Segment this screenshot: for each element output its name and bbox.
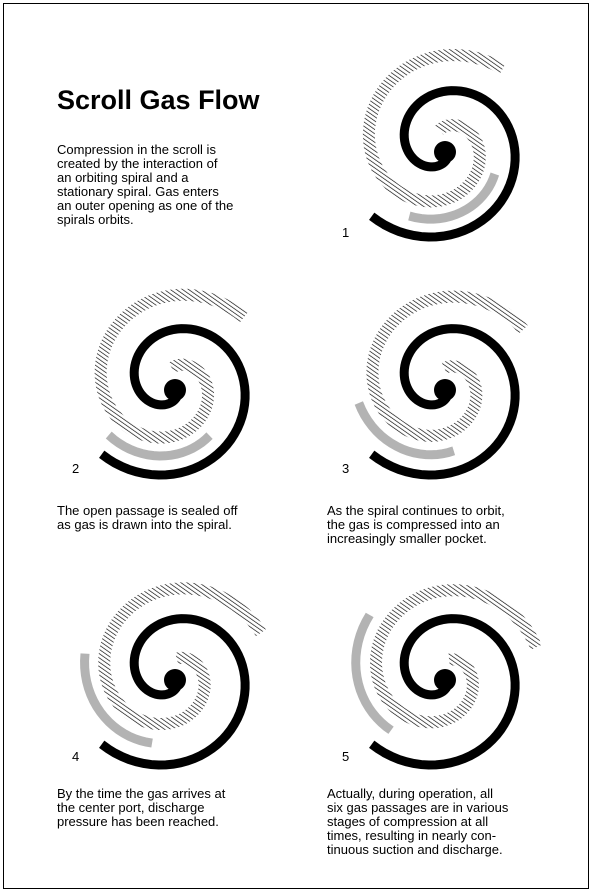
intro-line: created by the interaction of bbox=[57, 157, 307, 171]
intro-line: Compression in the scroll is bbox=[57, 143, 307, 157]
step-number-3: 3 bbox=[342, 462, 349, 476]
orbiting-spiral bbox=[369, 55, 503, 201]
caption-line: as gas is drawn into the spiral. bbox=[57, 518, 307, 532]
caption-line: The open passage is sealed off bbox=[57, 504, 307, 518]
scroll-spiral-1-graphic bbox=[322, 46, 562, 246]
caption-5: Actually, during operation, all six gas … bbox=[327, 787, 577, 857]
caption-line: tinuous suction and discharge. bbox=[327, 843, 577, 857]
step-number-1: 1 bbox=[342, 226, 349, 240]
scroll-spiral-3-graphic bbox=[322, 284, 562, 484]
intro-line: an orbiting spiral and a bbox=[57, 171, 307, 185]
intro-line: an outer opening as one of the bbox=[57, 199, 307, 213]
step-number-5: 5 bbox=[342, 750, 349, 764]
discharge-port bbox=[434, 669, 456, 691]
caption-line: As the spiral continues to orbit, bbox=[327, 504, 577, 518]
scroll-diagram-1: 1 bbox=[322, 46, 562, 246]
caption-4: By the time the gas arrives at the cente… bbox=[57, 787, 307, 829]
caption-2: The open passage is sealed off as gas is… bbox=[57, 504, 307, 532]
caption-line: six gas passages are in various bbox=[327, 801, 577, 815]
orbiting-spiral bbox=[372, 297, 523, 436]
scroll-spiral-5-graphic bbox=[322, 574, 562, 774]
intro-line: spirals orbits. bbox=[57, 213, 307, 227]
discharge-port bbox=[164, 669, 186, 691]
caption-line: Actually, during operation, all bbox=[327, 787, 577, 801]
caption-3: As the spiral continues to orbit, the ga… bbox=[327, 504, 577, 546]
scroll-diagram-4: 4 bbox=[52, 574, 292, 774]
scroll-diagram-5: 5 bbox=[322, 574, 562, 774]
page-frame: Scroll Gas Flow Compression in the scrol… bbox=[3, 3, 589, 889]
discharge-port bbox=[434, 379, 456, 401]
step-number-2: 2 bbox=[72, 462, 79, 476]
caption-line: the center port, discharge bbox=[57, 801, 307, 815]
scroll-spiral-2-graphic bbox=[52, 284, 292, 484]
scroll-diagram-3: 3 bbox=[322, 284, 562, 484]
page-title: Scroll Gas Flow bbox=[57, 84, 260, 116]
caption-line: pressure has been reached. bbox=[57, 815, 307, 829]
stationary-spiral bbox=[372, 619, 515, 765]
scroll-spiral-4-graphic bbox=[52, 574, 292, 774]
caption-line: stages of compression at all bbox=[327, 815, 577, 829]
step-number-4: 4 bbox=[72, 750, 79, 764]
scroll-diagram-2: 2 bbox=[52, 284, 292, 484]
stationary-spiral bbox=[102, 619, 245, 765]
discharge-port bbox=[164, 379, 186, 401]
caption-line: increasingly smaller pocket. bbox=[327, 532, 577, 546]
caption-line: the gas is compressed into an bbox=[327, 518, 577, 532]
intro-paragraph: Compression in the scroll is created by … bbox=[57, 143, 307, 227]
caption-line: By the time the gas arrives at bbox=[57, 787, 307, 801]
caption-line: times, resulting in nearly con- bbox=[327, 829, 577, 843]
discharge-port bbox=[434, 141, 456, 163]
orbiting-spiral bbox=[101, 295, 244, 438]
intro-line: stationary spiral. Gas enters bbox=[57, 185, 307, 199]
